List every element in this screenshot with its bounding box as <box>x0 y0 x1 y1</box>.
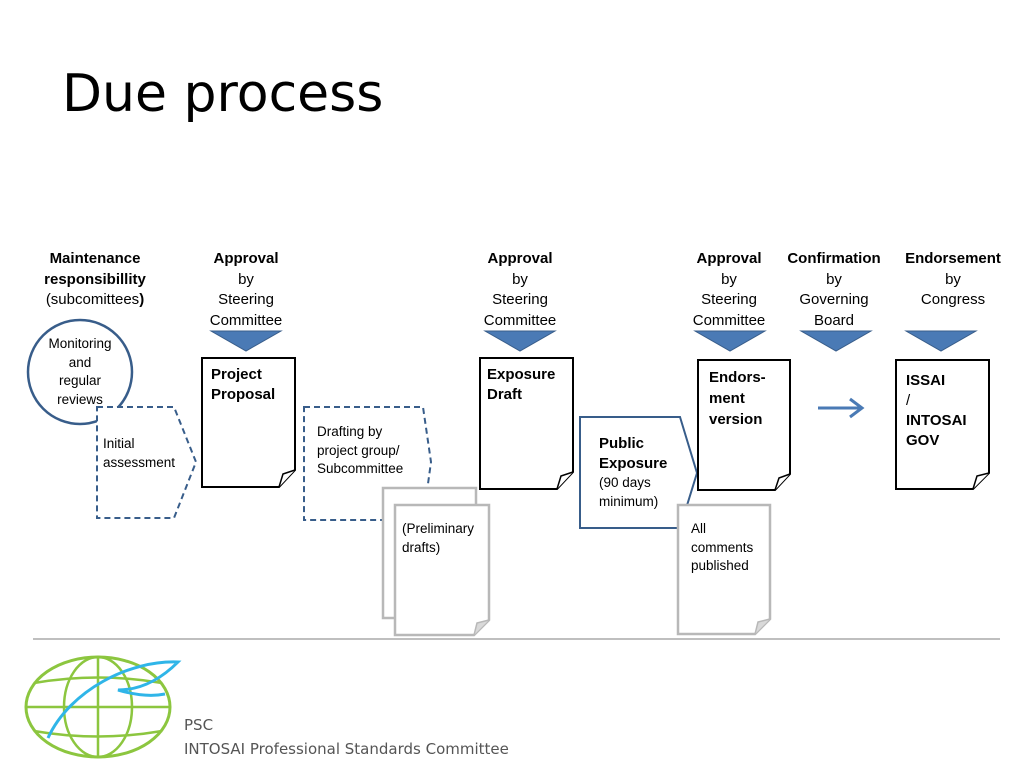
footer-committee: INTOSAI Professional Standards Committee <box>184 740 509 758</box>
triangle-endorsement <box>904 330 978 352</box>
header-endorsement: Endorsement by Congress <box>905 250 1001 308</box>
intosai-globe-logo <box>24 655 182 759</box>
triangle-approval-2 <box>483 330 557 352</box>
footer-psc: PSC <box>184 716 214 734</box>
header-maintenance: Maintenance responsibillity (subcomittee… <box>44 250 146 308</box>
monitoring-text: Monitoring and regular reviews <box>48 336 112 407</box>
triangle-confirmation <box>799 330 873 352</box>
drafting-text: Drafting by project group/ Subcommittee <box>317 424 404 476</box>
exposure-draft-text: Exposure Draft <box>487 366 556 403</box>
endorsement-version-text: Endors- ment version <box>709 369 766 428</box>
page-title: Due process <box>62 64 384 124</box>
initial-assessment-text: Initial assessment <box>103 436 176 470</box>
project-proposal-text: Project Proposal <box>211 366 276 403</box>
public-exposure-shape <box>579 416 699 529</box>
initial-assessment-shape <box>96 406 198 519</box>
header-approval-2: Approval by Steering Committee <box>483 250 557 329</box>
monitoring-circle <box>26 318 134 426</box>
header-approval-1: Approval by Steering Committee <box>209 250 283 329</box>
arrow-right-icon <box>818 397 865 419</box>
triangle-approval-3 <box>693 330 767 352</box>
issai-text: ISSAI / INTOSAI GOV <box>906 372 967 449</box>
public-exposure-text: Public Exposure (90 days minimum) <box>599 435 668 509</box>
triangle-approval-1 <box>209 330 283 352</box>
preliminary-text: (Preliminary drafts) <box>402 521 475 555</box>
comments-text: All comments published <box>691 521 754 573</box>
header-approval-3: Approval by Steering Committee <box>692 250 766 329</box>
header-confirmation: Confirmation by Governing Board <box>787 250 881 329</box>
